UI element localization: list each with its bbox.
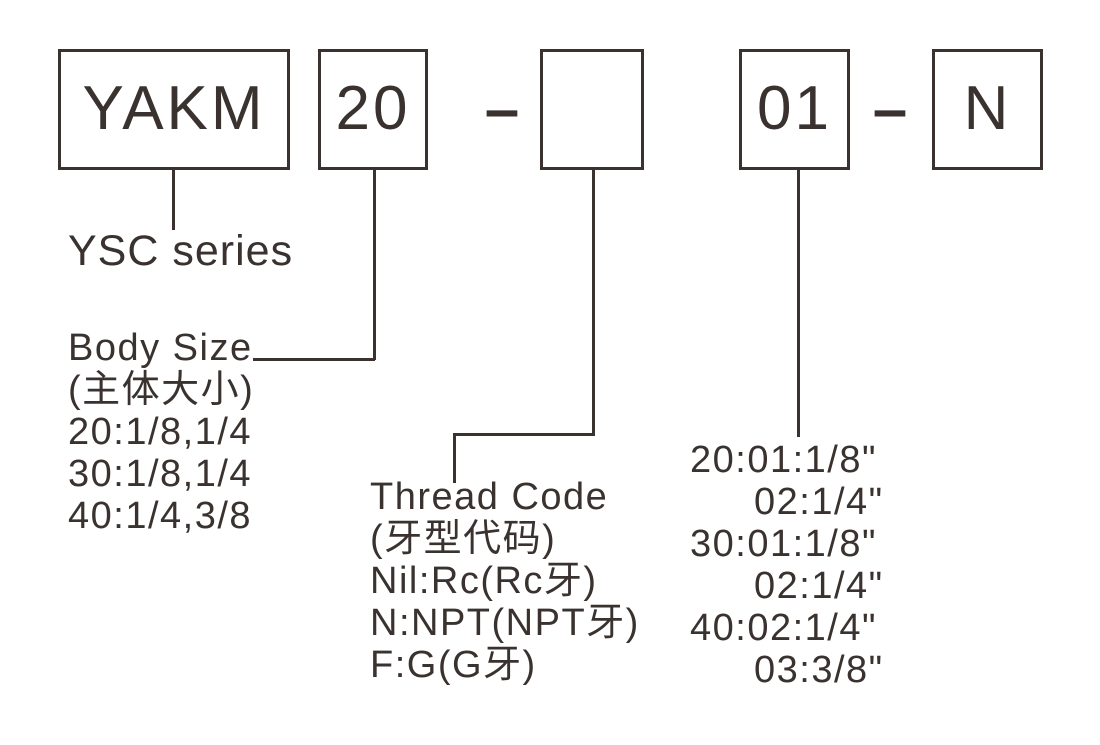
body-size-callout-line-horizontal <box>253 358 375 361</box>
body-size-option: 20:1/8,1/4 <box>68 411 253 453</box>
code-box-thread-code-blank <box>540 49 644 170</box>
thread-code-title: Thread Code <box>370 476 609 518</box>
port-size-option: 40:02:1/4" <box>690 607 877 649</box>
port-size-option: 03:3/8" <box>754 649 884 691</box>
thread-code-callout: Thread Code (牙型代码) Nil:Rc(Rc牙) N:NPT(NPT… <box>370 476 640 686</box>
code-box-port-size: 01 <box>739 49 850 170</box>
thread-code-callout-line-horizontal <box>453 433 595 436</box>
body-size-callout-line-vertical <box>373 170 376 360</box>
body-size-option: 40:1/4,3/8 <box>68 495 253 537</box>
code-separator-dash: – <box>484 74 520 144</box>
thread-code-option: N:NPT(NPT牙) <box>370 602 640 644</box>
body-size-callout: Body Size (主体大小) 20:1/8,1/4 30:1/8,1/4 4… <box>68 327 254 537</box>
code-box-model-label: YAKM <box>82 73 266 143</box>
series-callout-line <box>172 170 175 230</box>
port-size-option: 02:1/4" <box>754 565 884 607</box>
thread-code-callout-line-vertical-upper <box>592 170 595 435</box>
code-separator-dash: – <box>872 74 908 144</box>
body-size-subtitle-cn: (主体大小) <box>68 369 255 411</box>
body-size-title: Body Size <box>68 327 253 369</box>
code-box-thread-type: N <box>932 49 1043 170</box>
code-box-body-size-label: 20 <box>335 73 411 143</box>
series-label: YSC series <box>68 227 294 275</box>
code-box-thread-type-label: N <box>963 73 1012 143</box>
thread-code-subtitle-cn: (牙型代码) <box>370 518 557 560</box>
code-box-model: YAKM <box>58 49 290 170</box>
port-size-callout: 20:01:1/8" 02:1/4" 30:01:1/8" 02:1/4" 40… <box>690 439 884 691</box>
code-box-port-size-label: 01 <box>757 73 832 143</box>
port-size-option: 20:01:1/8" <box>690 439 877 481</box>
thread-code-option: Nil:Rc(Rc牙) <box>370 560 598 602</box>
body-size-option: 30:1/8,1/4 <box>68 453 253 495</box>
thread-code-callout-line-vertical-lower <box>453 433 456 483</box>
port-size-option: 30:01:1/8" <box>690 523 877 565</box>
code-box-body-size: 20 <box>318 49 428 170</box>
port-size-callout-line <box>797 170 800 437</box>
port-size-option: 02:1/4" <box>754 481 884 523</box>
thread-code-option: F:G(G牙) <box>370 644 537 686</box>
